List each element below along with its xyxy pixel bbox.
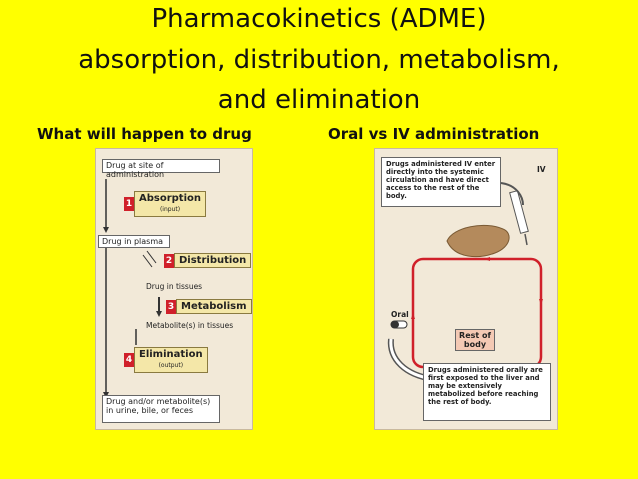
step-label: Metabolism [176, 299, 252, 314]
metabolites-label: Metabolite(s) in tissues [146, 321, 234, 330]
step-distribution: 2 Distribution [164, 253, 252, 268]
oral-label: Oral [391, 310, 409, 319]
step-absorption: 1 Absorption(input) [124, 191, 207, 217]
step-number: 3 [166, 299, 176, 314]
step-number: 4 [124, 353, 134, 367]
oral-callout: Drugs administered orally are first expo… [423, 363, 551, 421]
step-elimination: 4 Elimination(output) [124, 347, 208, 373]
oral-iv-diagram-panel: Drugs administered IV enter directly int… [374, 148, 558, 430]
step-number: 2 [164, 253, 174, 268]
right-subtitle: Oral vs IV administration [328, 125, 540, 143]
step-label: Elimination(output) [134, 347, 208, 373]
tissues-label: Drug in tissues [146, 282, 203, 291]
adme-diagram-panel: Drug at site of administration 1 Absorpt… [95, 148, 253, 430]
step-metabolism: 3 Metabolism [166, 299, 252, 314]
output-box: Drug and/or metabolite(s) in urine, bile… [102, 395, 220, 423]
title-line-2: absorption, distribution, metabolism, [78, 45, 560, 75]
adme-arrows [103, 179, 162, 398]
site-box: Drug at site of administration [102, 159, 220, 179]
plasma-box: Drug in plasma [98, 235, 170, 248]
title-line-1: Pharmacokinetics (ADME) [151, 4, 487, 34]
step-label: Distribution [174, 253, 252, 268]
left-subtitle: What will happen to drug [37, 125, 252, 143]
title-line-3: and elimination [217, 85, 421, 115]
step-number: 1 [124, 197, 134, 211]
iv-label: IV [537, 165, 546, 174]
rest-of-body-box: Rest of body [455, 329, 495, 351]
step-label: Absorption(input) [134, 191, 207, 217]
iv-callout: Drugs administered IV enter directly int… [381, 157, 501, 207]
